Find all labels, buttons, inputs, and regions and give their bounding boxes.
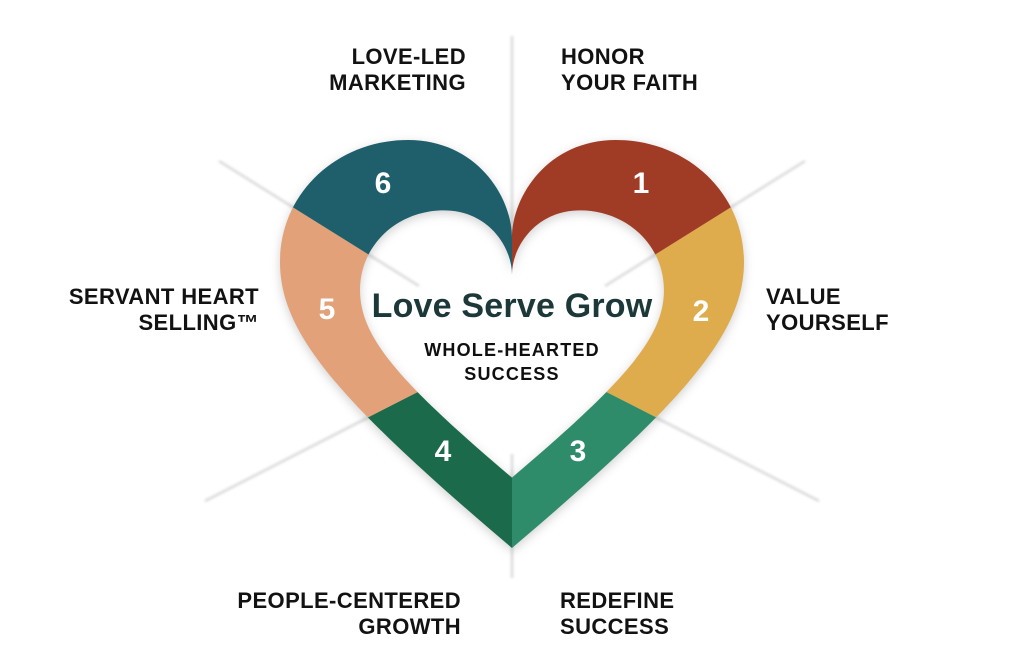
- segment-number-4: 4: [435, 435, 452, 468]
- segment-numbers: 1 2 3 4 5 6: [319, 167, 710, 468]
- label-people-centered-growth: PEOPLE-CENTERED GROWTH: [237, 588, 461, 639]
- diagram-subtitle: WHOLE-HEARTED SUCCESS: [424, 340, 600, 384]
- segment-number-5: 5: [319, 293, 336, 326]
- diagram-title: Love Serve Grow: [371, 287, 653, 325]
- heart-segment-2-value-yourself: [512, 90, 940, 562]
- segment-number-2: 2: [693, 295, 710, 328]
- label-servant-heart-selling: SERVANT HEART SELLING™: [68, 284, 259, 335]
- heart-segment-4-people-centered-growth: [84, 344, 512, 672]
- label-honor-your-faith: HONOR YOUR FAITH: [561, 44, 699, 95]
- segment-number-3: 3: [570, 435, 587, 468]
- label-value-yourself: VALUE YOURSELF: [766, 284, 889, 335]
- segment-number-1: 1: [633, 167, 650, 200]
- label-love-led-marketing: LOVE-LED MARKETING: [329, 44, 466, 95]
- segment-number-6: 6: [375, 167, 392, 200]
- heart-segment-3-redefine-success: [512, 344, 940, 672]
- heart-segment-5-servant-heart-selling: [84, 90, 512, 562]
- center-text: Love Serve Grow WHOLE-HEARTED SUCCESS: [342, 286, 682, 386]
- heart-segment-6-love-led-marketing: [105, 0, 512, 344]
- heart-segment-1-honor-your-faith: [512, 0, 919, 344]
- heart-ring: [84, 0, 940, 672]
- label-redefine-success: REDEFINE SUCCESS: [560, 588, 675, 639]
